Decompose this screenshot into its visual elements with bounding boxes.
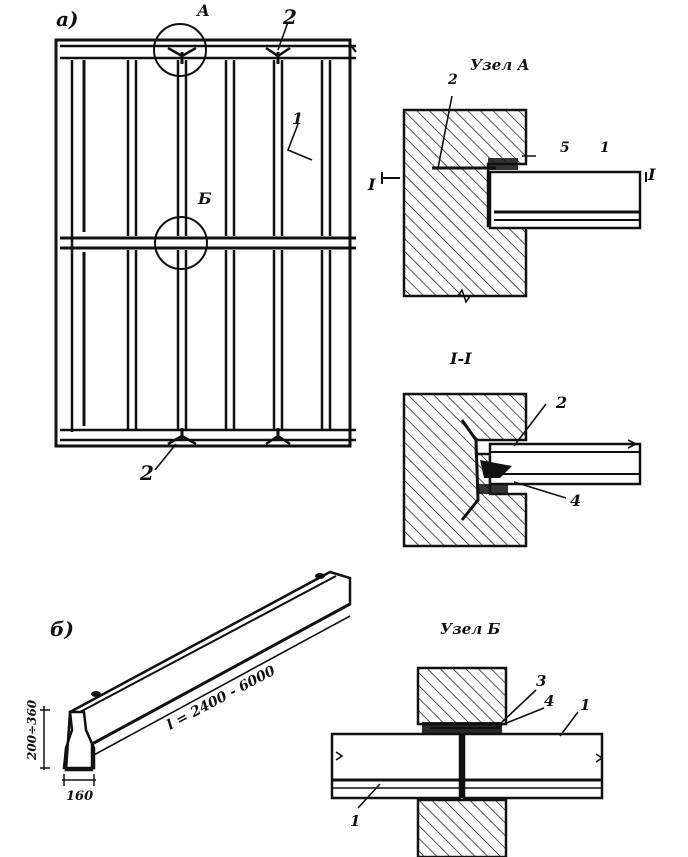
plan-beam-upper-5 — [320, 60, 332, 236]
plan-beam-upper-2 — [176, 60, 188, 236]
plan-bottom-girder — [60, 428, 356, 442]
beam-isometric: б) l = 2400 - 6000 160 200÷360 — [25, 570, 352, 804]
beam-dimensions — [40, 706, 96, 786]
beam-width-label: 160 — [66, 789, 93, 804]
node-b-detail: Узел Б 3 4 1 1 — [330, 620, 604, 857]
plan-beam-lower-3 — [224, 250, 236, 430]
node-b-circle — [154, 216, 208, 270]
plan-beam-lower-5 — [320, 250, 332, 430]
node-a-anchor — [432, 95, 518, 170]
section-label-4: 4 — [570, 491, 581, 510]
node-b-wall-lower — [416, 798, 508, 857]
node-b-label-1-right: 1 — [580, 696, 590, 714]
plan-beams-lower — [126, 250, 332, 430]
plan-wall-outline — [54, 38, 352, 448]
plan-top-girder — [60, 43, 357, 60]
node-a-break-mark — [457, 288, 471, 304]
node-a-roman-right: I — [647, 165, 656, 184]
fig-a-label: а) — [56, 7, 78, 31]
node-a-label-2: 2 — [447, 72, 458, 88]
fig-b-label: б) — [50, 617, 74, 641]
beam-end-profile — [62, 710, 96, 770]
node-b-beams — [330, 732, 604, 800]
plan-beam-lower-4 — [272, 250, 284, 430]
node-b-mark: Б — [197, 189, 212, 208]
node-a-beam — [488, 170, 642, 230]
plan-beam-upper-3 — [224, 60, 236, 236]
beam-lug-near — [91, 691, 101, 697]
node-a-mark: А — [196, 1, 210, 20]
plan-middle-girder — [60, 236, 356, 250]
section-i-i-detail: I-I 2 4 — [402, 349, 642, 548]
section-anchor — [460, 419, 512, 521]
floor-plan: а) А 2 1 Б 2 — [54, 1, 357, 485]
section-beam — [488, 442, 642, 486]
plan-beam-upper-1 — [126, 60, 138, 236]
plan-leaders — [154, 21, 313, 471]
node-a-section-marks — [381, 155, 647, 184]
plan-anchor-bottom — [167, 428, 291, 446]
node-a-wall — [402, 108, 528, 298]
beam-body — [64, 570, 352, 772]
plan-anchor-top — [167, 46, 291, 64]
node-a-circle — [153, 23, 207, 77]
node-b-plate — [422, 722, 502, 734]
plan-left-edge — [70, 60, 86, 432]
beam-height-label: 200÷360 — [25, 699, 39, 761]
section-title: I-I — [449, 349, 472, 368]
node-b-wall-upper — [416, 666, 508, 726]
plan-beam-lower-1 — [126, 250, 138, 430]
node-a-label-5: 5 — [560, 140, 570, 156]
section-break-mark — [627, 439, 638, 449]
node-b-label-1-left: 1 — [350, 812, 360, 830]
node-a-detail: Узел А 2 5 1 I I — [367, 56, 656, 304]
plan-label-2-bottom: 2 — [139, 461, 154, 485]
node-a-label-1: 1 — [600, 140, 610, 156]
node-a-title: Узел А — [470, 56, 530, 74]
node-b-title: Узел Б — [440, 620, 500, 638]
plan-beam-lower-2 — [176, 250, 188, 430]
beam-lug-far — [315, 573, 325, 579]
plan-label-1: 1 — [292, 109, 303, 128]
node-a-roman-left: I — [367, 175, 376, 194]
plan-beam-upper-4 — [272, 60, 284, 236]
section-label-2: 2 — [555, 393, 567, 412]
plan-beams-upper — [126, 60, 332, 236]
plan-label-2-top: 2 — [282, 5, 297, 29]
node-b-label-4: 4 — [544, 692, 554, 710]
node-b-label-3: 3 — [536, 672, 546, 690]
